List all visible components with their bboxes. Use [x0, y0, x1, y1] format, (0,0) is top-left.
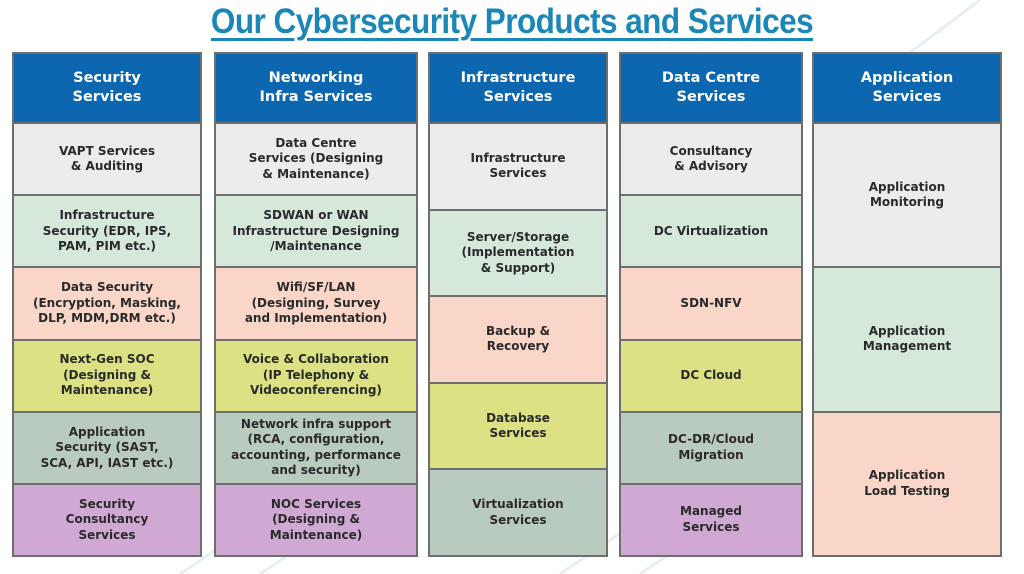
column-header: Application Services: [814, 54, 1000, 124]
service-item: VAPT Services & Auditing: [14, 124, 200, 195]
service-item: SDWAN or WAN Infrastructure Designing /M…: [216, 194, 416, 267]
service-item: Voice & Collaboration (IP Telephony & Vi…: [216, 338, 416, 411]
column-data-centre-services: Data Centre Services Consultancy & Advis…: [619, 52, 803, 557]
service-item: Application Load Testing: [814, 410, 1000, 555]
service-item: Consultancy & Advisory: [621, 124, 801, 195]
column-header: Data Centre Services: [621, 54, 801, 124]
service-item: DC Virtualization: [621, 194, 801, 267]
service-item: Application Management: [814, 266, 1000, 411]
service-item: Infrastructure Services: [430, 124, 606, 209]
column-networking-infra-services: Networking Infra Services Data Centre Se…: [214, 52, 418, 557]
column-header: Security Services: [14, 54, 200, 124]
service-item: Data Security (Encryption, Masking, DLP,…: [14, 266, 200, 339]
column-infrastructure-services: Infrastructure Services Infrastructure S…: [428, 52, 608, 557]
service-item: Security Consultancy Services: [14, 482, 200, 556]
service-item: SDN-NFV: [621, 266, 801, 339]
page-title: Our Cybersecurity Products and Services: [51, 2, 973, 42]
service-item: NOC Services (Designing & Maintenance): [216, 482, 416, 556]
service-item: Next-Gen SOC (Designing & Maintenance): [14, 338, 200, 411]
service-item: Application Monitoring: [814, 124, 1000, 267]
column-header: Infrastructure Services: [430, 54, 606, 124]
page-title-text: Our Cybersecurity Products and Services: [210, 2, 814, 41]
column-security-services: Security Services VAPT Services & Auditi…: [12, 52, 202, 557]
service-item: Managed Services: [621, 482, 801, 556]
service-item: Backup & Recovery: [430, 295, 606, 382]
service-item: DC Cloud: [621, 338, 801, 411]
service-item: Server/Storage (Implementation & Support…: [430, 208, 606, 296]
service-item: Network infra support (RCA, configuratio…: [216, 410, 416, 483]
service-item: Infrastructure Security (EDR, IPS, PAM, …: [14, 194, 200, 267]
service-item: Application Security (SAST, SCA, API, IA…: [14, 410, 200, 483]
service-item: Data Centre Services (Designing & Mainte…: [216, 124, 416, 195]
service-item: Virtualization Services: [430, 468, 606, 555]
service-item: Database Services: [430, 381, 606, 469]
service-item: DC-DR/Cloud Migration: [621, 410, 801, 483]
column-header: Networking Infra Services: [216, 54, 416, 124]
service-item: Wifi/SF/LAN (Designing, Survey and Imple…: [216, 266, 416, 339]
column-application-services: Application Services Application Monitor…: [812, 52, 1002, 557]
